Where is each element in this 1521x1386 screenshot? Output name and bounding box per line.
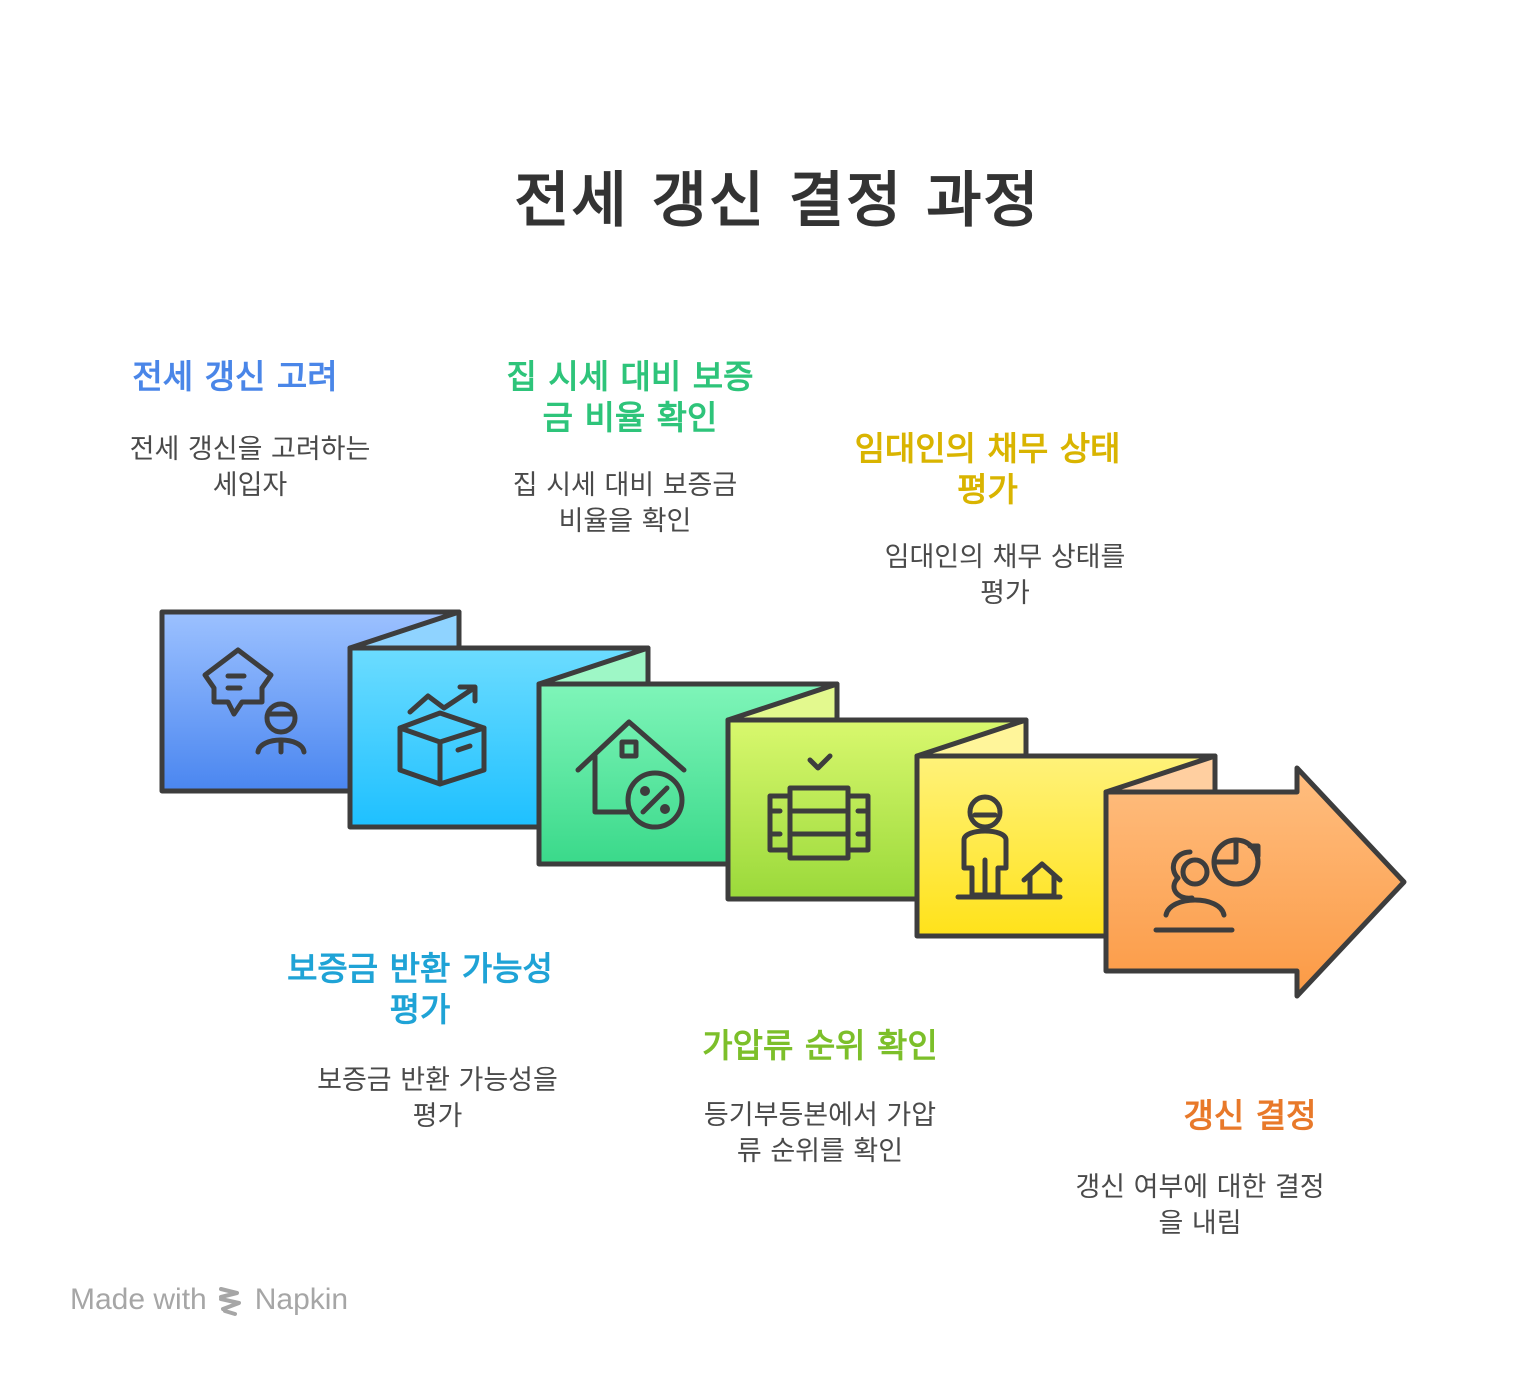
house-speech-person-icon — [202, 647, 307, 755]
person-decision-icon — [1153, 837, 1261, 933]
step-5-desc: 임대인의 채무 상태를 평가 — [884, 542, 1126, 609]
step-1-desc: 전세 갱신을 고려하는 세입자 — [129, 434, 371, 501]
step-3-desc: 집 시세 대비 보증금 비율을 확인 — [512, 470, 738, 537]
napkin-footer: Made with Napkin — [70, 1283, 348, 1317]
page-title: 전세 갱신 결정 과정 — [514, 166, 1041, 236]
step-2-title: 보증금 반환 가능성 평가 — [287, 949, 553, 1029]
napkin-logo-icon — [218, 1287, 241, 1316]
step-1-title: 전세 갱신 고려 — [132, 357, 338, 396]
napkin-brand-label: Napkin — [254, 1283, 349, 1316]
step-5-title: 임대인의 채무 상태 평가 — [854, 429, 1121, 509]
house-percent-icon — [575, 719, 687, 830]
step-6-title: 갱신 결정 — [1183, 1096, 1317, 1135]
step-4-title: 가압류 순위 확인 — [702, 1026, 938, 1065]
stack-check-icon — [767, 753, 871, 861]
landlord-house-icon — [955, 794, 1063, 900]
step-3-title: 집 시세 대비 보증 금 비율 확인 — [506, 357, 754, 437]
made-with-label: Made with — [70, 1283, 207, 1316]
step-6-desc: 갱신 여부에 대한 결정 을 내림 — [1075, 1172, 1325, 1239]
step-4-desc: 등기부등본에서 가압 류 순위를 확인 — [703, 1100, 937, 1167]
box-trend-up-icon — [397, 684, 487, 787]
step-2-desc: 보증금 반환 가능성을 평가 — [317, 1065, 558, 1132]
step-6-arrow — [1103, 765, 1407, 999]
